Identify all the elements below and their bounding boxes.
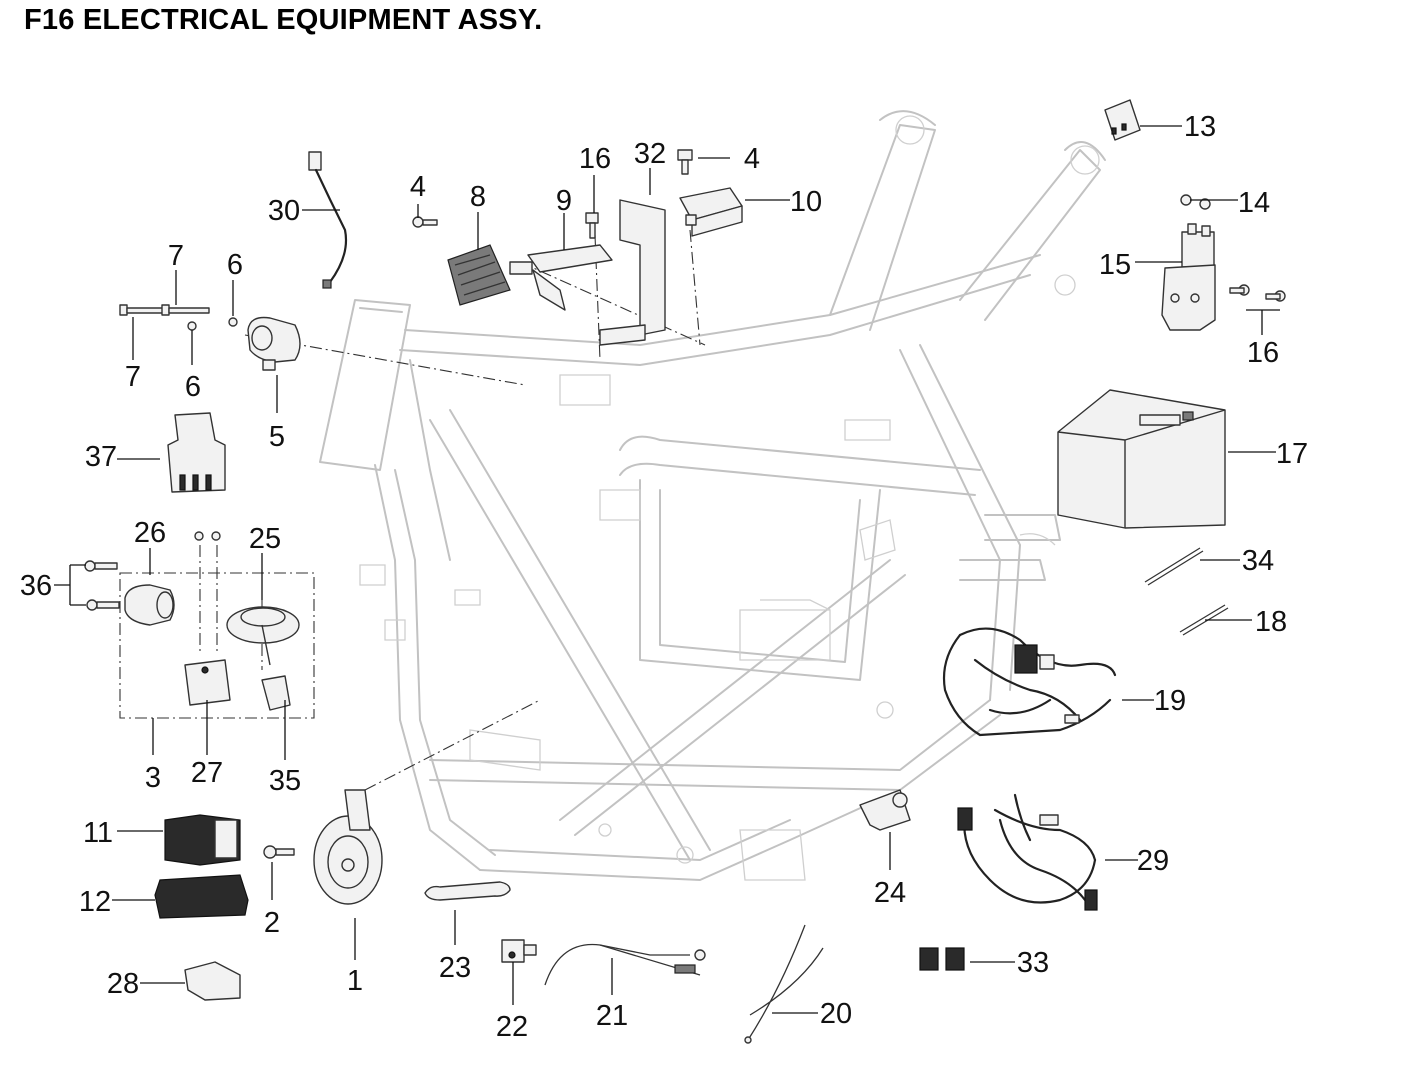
ignition-set [84,531,300,711]
callout-13: 13 [1184,111,1216,143]
voltage-regulator-8 [412,216,533,306]
ignition-coil-5 [247,316,301,371]
callout-1: 1 [347,965,363,997]
callout-14: 14 [1238,187,1270,219]
callout-25: 25 [249,523,281,555]
part-22 [501,939,537,963]
coupler-37 [167,412,226,493]
relay-13 [1104,99,1141,141]
callout-36: 36 [20,570,52,602]
callout-8: 8 [470,181,486,213]
strap-23 [424,881,511,901]
callout-35: 35 [269,765,301,797]
battery-17 [1057,389,1226,529]
battery-cables-20 [744,924,824,1044]
bolts-7-6 [119,304,238,331]
cable-ties [1144,547,1229,636]
leader-lines [54,125,1280,1014]
callout-3: 3 [145,762,161,794]
brackets-9-32 [527,199,666,346]
callout-33: 33 [1017,947,1049,979]
cdi-unit-11 [164,814,241,866]
flasher-10 [677,149,743,237]
callout-6-top: 6 [227,249,243,281]
callout-16-right: 16 [1247,337,1279,369]
callout-5: 5 [269,421,285,453]
relays-33 [919,947,965,971]
page-title: F16 ELECTRICAL EQUIPMENT ASSY. [24,4,543,36]
starter-relay-15 [1161,194,1286,331]
callout-27: 27 [191,757,223,789]
callout-16-top: 16 [579,143,611,175]
callout-28: 28 [107,968,139,1000]
callout-15: 15 [1099,249,1131,281]
part-28 [184,961,241,1001]
callout-23: 23 [439,952,471,984]
callout-19: 19 [1154,685,1186,717]
callout-21: 21 [596,1000,628,1032]
callout-2: 2 [264,907,280,939]
callout-11: 11 [83,817,113,849]
main-wire-harness-19 [942,627,1117,737]
callout-20: 20 [820,998,852,1030]
callout-4-left: 4 [410,171,426,203]
callout-17: 17 [1276,438,1308,470]
horn-1 [263,789,383,905]
callout-4-right: 4 [744,143,760,175]
cdi-cover-12 [154,874,249,919]
callout-34: 34 [1242,545,1274,577]
callout-9: 9 [556,185,572,217]
callout-7-top: 7 [168,240,184,272]
connector-24 [859,789,911,831]
callout-37: 37 [85,441,117,473]
callout-labels: 30 4 8 9 16 32 4 10 13 14 15 16 17 34 18… [20,111,1308,1043]
callout-24: 24 [874,877,906,909]
callout-29: 29 [1137,845,1169,877]
callout-12: 12 [79,886,111,918]
callout-18: 18 [1255,606,1287,638]
lead-wire-30 [308,151,348,289]
sub-wire-harness-29 [957,793,1098,911]
motorcycle-frame [319,110,1106,881]
callout-6-bottom: 6 [185,371,201,403]
callout-30: 30 [268,195,300,227]
callout-26: 26 [134,517,166,549]
ground-wire-21 [544,943,706,986]
callout-7-bottom: 7 [125,361,141,393]
callout-22: 22 [496,1011,528,1043]
assembly-lines [119,229,706,791]
callout-32: 32 [634,138,666,170]
callout-10: 10 [790,186,822,218]
